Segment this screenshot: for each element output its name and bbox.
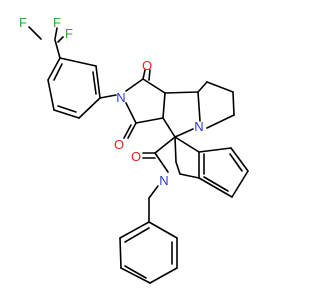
benzyl-ring-bonds	[119, 221, 178, 284]
fluorine-label: F	[19, 15, 27, 30]
molecule-structure-diagram: F F F O N O N O N	[19, 15, 249, 284]
oxindole-oxygen-label: O	[131, 149, 141, 164]
cf3-bonds	[28, 26, 64, 59]
carbonyl-oxygen-label: O	[114, 137, 124, 152]
imide-nitrogen-label: N	[116, 90, 125, 105]
pyrrolizidine-bonds	[162, 81, 235, 138]
aryl-ring-bonds	[47, 57, 101, 119]
benzyl-bonds	[148, 185, 159, 223]
atom-labels: F F F O N O N O N	[19, 15, 204, 188]
pyrrolidine-nitrogen-label: N	[194, 119, 203, 134]
fluorine-label: F	[53, 15, 61, 30]
carbonyl-oxygen-label: O	[142, 58, 152, 73]
oxindole-benzene-bonds	[198, 147, 249, 198]
structure-canvas: F F F O N O N O N	[19, 15, 249, 284]
oxindole-lactam-bonds	[142, 136, 200, 179]
succinimide-ring-bonds	[123, 69, 166, 139]
fluorine-label: F	[65, 26, 73, 41]
oxindole-nitrogen-label: N	[159, 173, 168, 188]
aryl-imide-bond	[99, 94, 117, 99]
